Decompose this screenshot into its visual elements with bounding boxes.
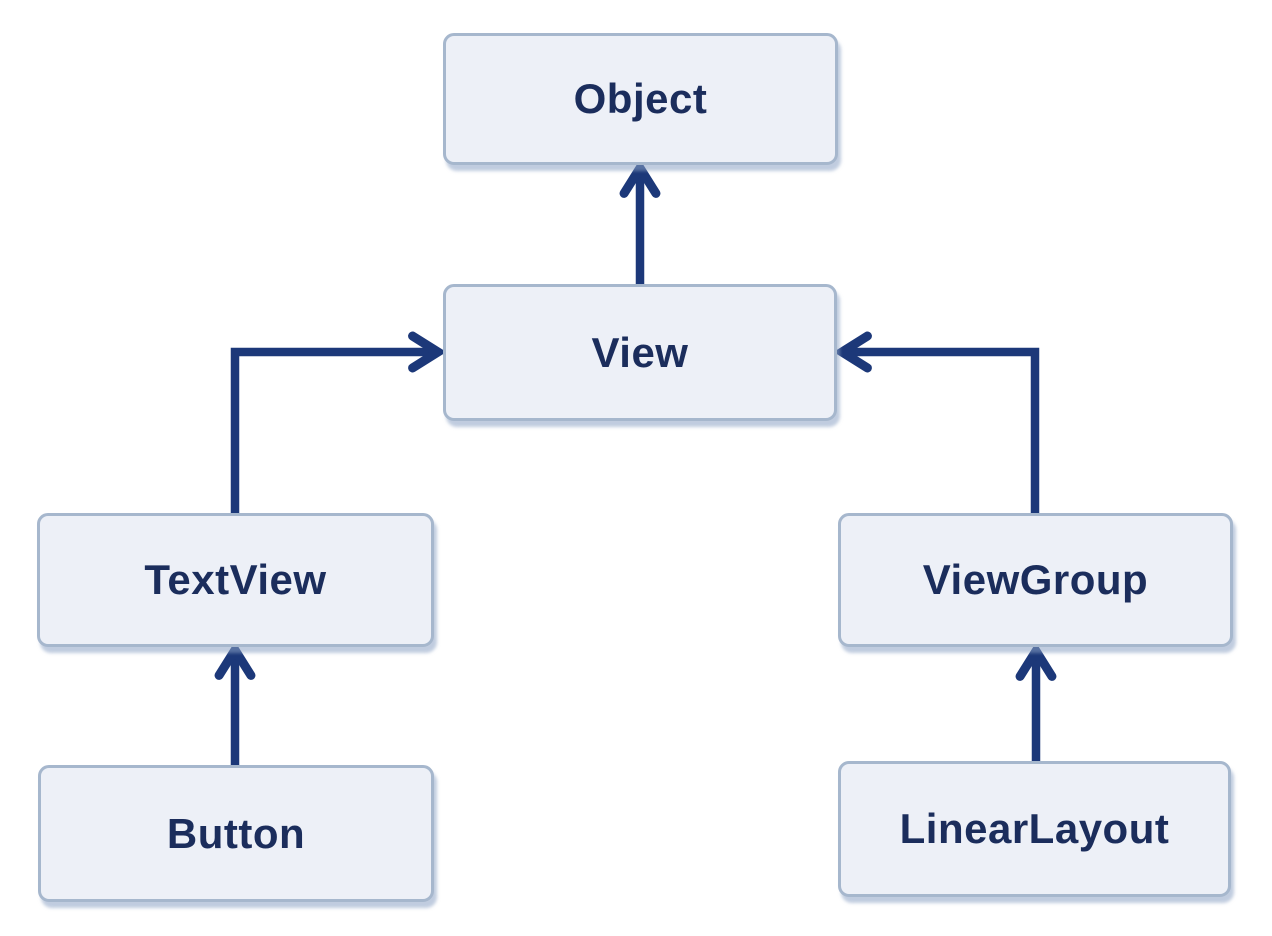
node-linearlayout-label: LinearLayout: [899, 805, 1170, 852]
arrow-textview-to-view: [230, 347, 438, 515]
arrowhead-linearlayout-to-viewgroup: [1015, 642, 1057, 681]
arrowhead-view-to-object: [619, 159, 661, 198]
node-object-label: Object: [573, 75, 708, 122]
node-viewgroup-label: ViewGroup: [922, 556, 1149, 603]
arrowhead-viewgroup-to-view: [833, 331, 872, 373]
node-button-label: Button: [166, 809, 306, 857]
node-linearlayout: LinearLayout: [838, 761, 1231, 897]
node-textview-label: TextView: [144, 556, 327, 603]
arrow-viewgroup-to-view: [842, 347, 1040, 515]
node-button: Button: [38, 765, 434, 902]
arrowhead-button-to-textview: [214, 641, 256, 680]
node-view: View: [443, 284, 837, 421]
node-textview: TextView: [37, 513, 434, 647]
node-view-label: View: [591, 328, 689, 376]
node-viewgroup: ViewGroup: [838, 513, 1233, 647]
arrowhead-textview-to-view: [408, 331, 447, 373]
node-object: Object: [443, 33, 838, 165]
